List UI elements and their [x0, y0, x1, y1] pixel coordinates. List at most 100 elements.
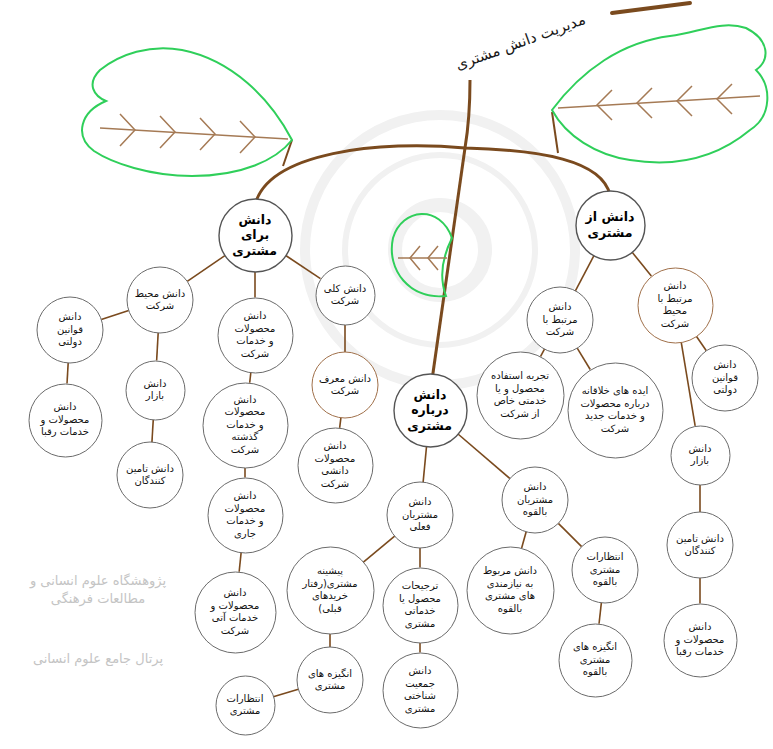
node-label: ترجیحات محصول یا خدماتی مشتری: [398, 580, 442, 630]
branch-connector: [599, 603, 601, 624]
branch-connector: [522, 532, 527, 548]
circle-outline: [692, 345, 758, 411]
leaf-vein: [398, 257, 447, 259]
node-label: دانش محصولات و خدمات آتی شرکت: [209, 587, 261, 637]
tree-trunk: [432, 148, 465, 380]
branch-connector: [419, 643, 421, 653]
knowledge-circle: دانش محصولات و خدمات جاری: [207, 477, 284, 554]
node-label: دانش جمعیت شناختی مشتری: [398, 665, 442, 715]
node-label: انتظارات مشتری: [223, 693, 267, 718]
node-label: تجربه استفاده محصول و یا خدمتی خاص از شر…: [490, 370, 550, 420]
node-label: دانش مرتبط با شرکت: [538, 301, 582, 339]
branch-connector: [696, 336, 706, 351]
leaf-outline: [82, 48, 292, 176]
circle-outline: [387, 482, 453, 548]
node-label: دانش درباره مشتری: [408, 387, 452, 434]
watermark-text: پژوهشگاه علوم انسانی و مطالعات فرهنگی: [14, 572, 182, 608]
knowledge-circle: ایده های خلاقانه درباره محصولات و خدمات …: [567, 362, 664, 459]
node-label: انگیزه های مشتری: [304, 668, 356, 693]
circle-outline: [638, 268, 713, 343]
branch-connector: [558, 523, 581, 546]
node-label: دانش محصولات و خدمات رقبا: [39, 401, 91, 439]
leaf-outline: [392, 214, 452, 296]
branch-connector: [363, 536, 394, 562]
branch-connector: [152, 419, 153, 442]
circle-outline: [287, 547, 374, 634]
node-label: دانش محیط شرکت: [134, 288, 186, 313]
knowledge-circle: دانش محصولات و خدمات رقبا: [663, 603, 738, 678]
knowledge-circle: دانش قوانین دولتی: [36, 296, 104, 364]
circle-outline: [312, 352, 378, 418]
branch-connector: [244, 468, 246, 478]
circle-outline: [117, 442, 183, 508]
node-label: ایده های خلاقانه درباره محصولات و خدمات …: [580, 385, 650, 435]
node-label: دانش از مشتری: [584, 209, 636, 240]
node-label: دانش مربوط به نیازمندی های مشتری بالقوه: [480, 565, 540, 615]
circle-outline: [568, 363, 663, 458]
branch-connector: [157, 333, 159, 361]
node-label: دانش محصولات و خدمات گذشته شرکت: [223, 394, 267, 457]
knowledge-circle: دانش معرف شرکت: [311, 351, 379, 419]
knowledge-circle: انگیزه های مشتری: [296, 646, 364, 714]
knowledge-circle: دانش بازار: [125, 360, 186, 421]
branch-connector: [285, 255, 320, 278]
branch-circle: دانش درباره مشتری: [393, 373, 468, 448]
branch-connector: [577, 348, 590, 369]
node-label: دانش تامین کنندگان: [124, 463, 176, 488]
circle-outline: [216, 676, 275, 735]
knowledge-circle: ترجیحات محصول یا خدماتی مشتری: [382, 567, 459, 644]
branch-connector: [423, 446, 426, 482]
branch-connector: [254, 272, 256, 298]
branch-connector: [101, 310, 128, 319]
leaf-vein: [120, 114, 255, 153]
circle-outline: [29, 384, 102, 457]
right-leaf: [552, 25, 767, 162]
node-label: دانش مرتبط با محیط شرکت: [653, 280, 697, 330]
node-label: انتظارات مشتری بالقوه: [583, 551, 627, 589]
knowledge-circle: دانش محصولات دانشی شرکت: [297, 427, 374, 504]
branch-connector: [273, 689, 298, 696]
branch-circle: دانش از مشتری: [575, 190, 646, 261]
emblem-ring: [305, 115, 575, 385]
leaf-vein: [597, 84, 732, 120]
circle-outline: [127, 267, 193, 333]
circle-outline: [126, 361, 185, 420]
circle-outline: [316, 266, 375, 325]
branch-circle: دانش برای مشتری: [218, 198, 293, 273]
circle-outline: [667, 512, 733, 578]
circle-outline: [208, 478, 283, 553]
circle-outline: [37, 297, 103, 363]
branch-connector: [699, 578, 701, 604]
branch-connector: [632, 252, 652, 276]
knowledge-circle: انگیزه های مشتری بالقوه: [558, 623, 633, 698]
circle-outline: [477, 352, 564, 439]
node-label: دانش بازار: [133, 378, 177, 403]
node-label: پیشینه مشتری(رفتار خریدهای قبلی): [300, 565, 360, 615]
watermark-text: پرتال جامع علوم انسانی: [14, 650, 182, 668]
node-label: دانش محصولات دانشی شرکت: [313, 440, 357, 490]
knowledge-circle: دانش مشتریان فعلی: [386, 481, 454, 549]
circle-outline: [394, 374, 467, 447]
circle-outline: [572, 537, 638, 603]
branch-connector: [329, 634, 331, 648]
branch-connector: [340, 418, 341, 428]
knowledge-circle: دانش کلی شرکت: [315, 265, 376, 326]
circle-outline: [297, 647, 363, 713]
knowledge-circle: دانش جمعیت شناختی مشتری: [382, 652, 459, 729]
circle-outline: [527, 287, 593, 353]
knowledge-circle: دانش بازار: [670, 425, 731, 486]
circle-outline: [203, 383, 288, 468]
branch-connector: [344, 325, 346, 353]
branch-connector: [67, 363, 68, 384]
node-label: دانش قوانین دولتی: [703, 359, 747, 397]
knowledge-circle: پیشینه مشتری(رفتار خریدهای قبلی): [286, 546, 375, 635]
node-label: دانش تامین کنندگان: [674, 533, 726, 558]
knowledge-circle: تجربه استفاده محصول و یا خدمتی خاص از شر…: [476, 351, 565, 440]
circle-outline: [664, 604, 737, 677]
circle-outline: [383, 568, 458, 643]
knowledge-circle: دانش مشتریان بالقوه: [501, 466, 569, 534]
circle-outline: [559, 624, 632, 697]
